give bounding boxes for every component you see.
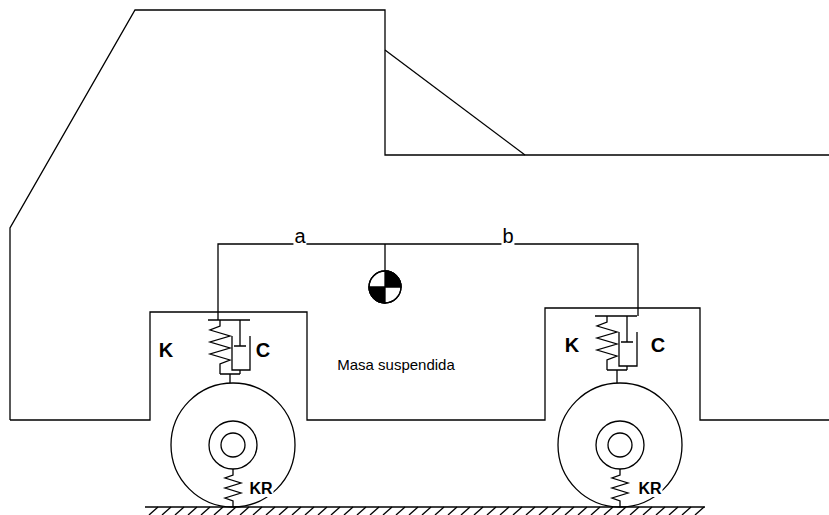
- spring-label: K: [158, 340, 174, 360]
- hatch-stroke: [344, 507, 353, 515]
- wheel-arches: [10, 308, 829, 420]
- hatch-stroke: [682, 507, 691, 515]
- hatch-stroke: [500, 507, 509, 515]
- mass-beam: [218, 244, 638, 320]
- hatch-stroke: [240, 507, 249, 515]
- damper-label: C: [255, 340, 271, 360]
- hatch-stroke: [487, 507, 496, 515]
- hatch-stroke: [383, 507, 392, 515]
- hatch-stroke: [175, 507, 184, 515]
- spring-damper: [595, 316, 637, 383]
- hatch-stroke: [513, 507, 522, 515]
- hatch-stroke: [526, 507, 535, 515]
- hatch-stroke: [656, 507, 665, 515]
- hatch-stroke: [266, 507, 275, 515]
- hatch-stroke: [539, 507, 548, 515]
- hatch-stroke: [422, 507, 431, 515]
- hatch-stroke: [669, 507, 678, 515]
- hatch-stroke: [643, 507, 652, 515]
- body-outline: [10, 10, 829, 420]
- hatch-stroke: [370, 507, 379, 515]
- hatch-stroke: [305, 507, 314, 515]
- hatch-stroke: [578, 507, 587, 515]
- damper-label: C: [650, 335, 666, 355]
- hatch-stroke: [435, 507, 444, 515]
- hatch-stroke: [604, 507, 613, 515]
- hatch-stroke: [214, 507, 223, 515]
- spring-label: K: [564, 335, 580, 355]
- hatch-stroke: [409, 507, 418, 515]
- hatch-stroke: [292, 507, 301, 515]
- tire-stiffness-label: KR: [248, 481, 273, 497]
- hatch-stroke: [227, 507, 236, 515]
- hatch-stroke: [591, 507, 600, 515]
- hatch-stroke: [279, 507, 288, 515]
- tire-spring: [612, 469, 628, 507]
- hatch-stroke: [188, 507, 197, 515]
- hatch-stroke: [474, 507, 483, 515]
- tire-stiffness-label: KR: [637, 481, 662, 497]
- hatch-stroke: [357, 507, 366, 515]
- hatch-stroke: [149, 507, 158, 515]
- cg-symbol: [369, 271, 401, 303]
- ground-line: [145, 506, 705, 507]
- mass-label: Masa suspendida: [336, 357, 456, 372]
- dimension-label: a: [293, 226, 306, 246]
- hatch-stroke: [695, 507, 704, 515]
- dimension-label: b: [501, 226, 514, 246]
- hatch-stroke: [201, 507, 210, 515]
- windshield-line: [385, 50, 525, 155]
- hatch-stroke: [318, 507, 327, 515]
- rear-wheel: [558, 383, 682, 507]
- hatch-stroke: [552, 507, 561, 515]
- hatch-stroke: [331, 507, 340, 515]
- hatch-stroke: [461, 507, 470, 515]
- hatch-stroke: [630, 507, 639, 515]
- ground-hatch: [149, 507, 704, 515]
- hatch-stroke: [162, 507, 171, 515]
- hatch-stroke: [448, 507, 457, 515]
- hatch-stroke: [617, 507, 626, 515]
- hatch-stroke: [565, 507, 574, 515]
- hatch-stroke: [396, 507, 405, 515]
- hatch-stroke: [253, 507, 262, 515]
- tire-spring: [225, 469, 241, 507]
- spring-damper: [208, 320, 250, 383]
- front-wheel: [171, 383, 295, 507]
